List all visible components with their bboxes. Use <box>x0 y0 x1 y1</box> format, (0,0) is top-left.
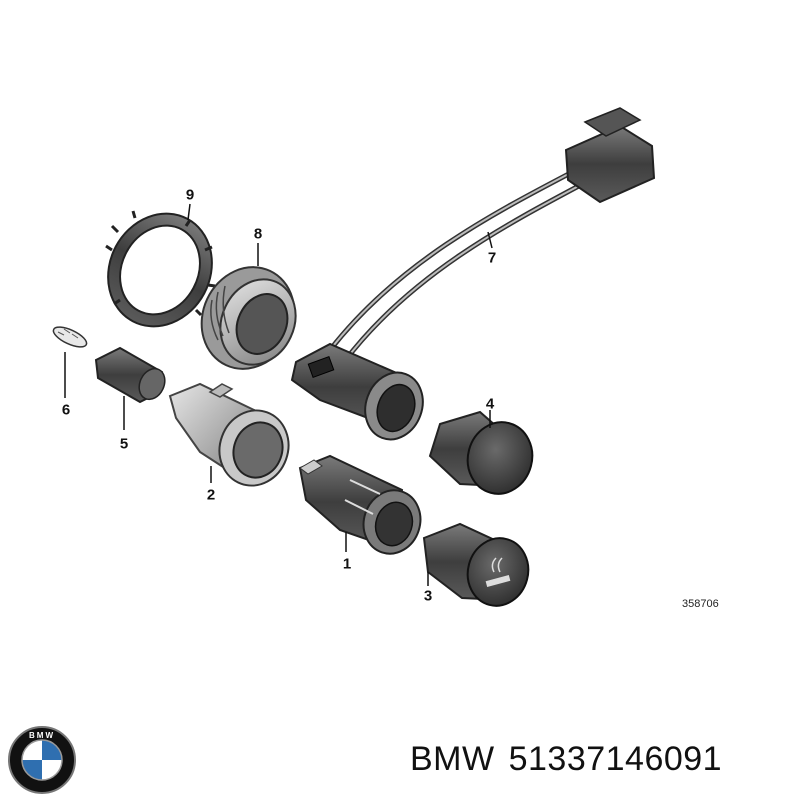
connector-plug <box>564 107 656 204</box>
part-8-bezel-ring <box>200 266 297 370</box>
part-caption: BMW 51337146091 <box>410 740 722 779</box>
part-9-ring-nut <box>105 210 216 328</box>
part-number: 51337146091 <box>508 740 723 778</box>
callout-1: 1 <box>342 555 352 573</box>
part-1-socket-body <box>298 454 422 555</box>
leader-lines <box>64 203 493 586</box>
callout-4: 4 <box>485 395 495 413</box>
part-7-socket-with-harness <box>290 107 656 441</box>
part-2-outer-housing <box>168 382 290 487</box>
callout-2: 2 <box>206 486 216 504</box>
callout-3: 3 <box>423 587 433 605</box>
callout-5: 5 <box>119 435 129 453</box>
bmw-logo-icon: BMW <box>8 726 76 794</box>
callout-8: 8 <box>253 225 263 243</box>
diagram-id: 358706 <box>682 598 719 610</box>
callout-7: 7 <box>487 249 497 267</box>
callout-9: 9 <box>185 186 195 204</box>
callout-6: 6 <box>61 401 71 419</box>
part-5-bulb-holder <box>94 346 166 404</box>
part-3-lighter-insert <box>422 522 530 607</box>
part-4-plug-cap <box>428 410 534 495</box>
lighter-symbol-icon <box>485 557 511 588</box>
brand-name: BMW <box>410 740 495 778</box>
svg-text:BMW: BMW <box>29 731 55 740</box>
part-6-bulb <box>52 326 88 348</box>
